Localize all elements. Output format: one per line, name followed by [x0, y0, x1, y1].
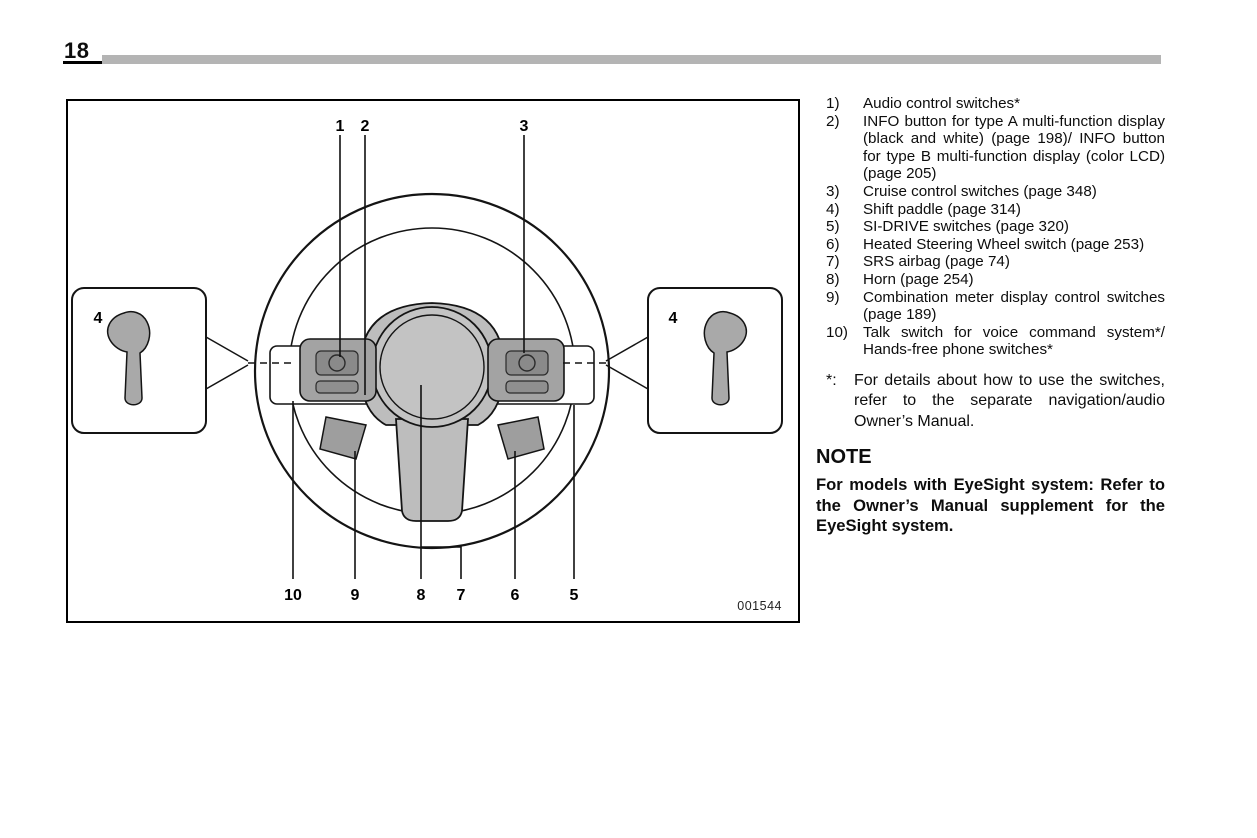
callout-10: 10	[284, 587, 302, 604]
legend-item-7: 7) SRS airbag (page 74)	[816, 253, 1165, 271]
legend-item-text: Shift paddle (page 314)	[863, 200, 1021, 218]
legend-column: 1) Audio control switches* 2) INFO butto…	[816, 95, 1165, 537]
right-paddle-leader	[560, 336, 649, 390]
header-divider-bar	[102, 55, 1161, 64]
legend-item-number: 5)	[826, 218, 840, 236]
steering-wheel-figure: 1 2 3 4 4 10 9 8 7 6 5 001544	[66, 99, 800, 623]
callout-2: 2	[360, 118, 370, 135]
legend-item-number: 4)	[826, 200, 840, 218]
legend-item-text: Heated Steering Wheel switch (page 253)	[863, 235, 1145, 253]
legend-item-number: 8)	[826, 270, 840, 288]
callout-9: 9	[350, 587, 360, 604]
lower-spoke	[395, 418, 469, 522]
legend-item-text: Horn (page 254)	[863, 270, 974, 288]
legend-item-4: 4) Shift paddle (page 314)	[816, 201, 1165, 219]
left-lower-switch	[319, 416, 367, 460]
callout-5: 5	[569, 587, 579, 604]
callout-6: 6	[510, 587, 520, 604]
legend-item-6: 6) Heated Steering Wheel switch (page 25…	[816, 236, 1165, 254]
horn-pad-outer-ring	[371, 306, 493, 428]
legend-item-text: Audio control switches*	[863, 95, 1021, 112]
steering-wheel-figure-inner: 1 2 3 4 4 10 9 8 7 6 5 001544	[68, 101, 798, 621]
legend-item-10: 10) Talk switch for voice command system…	[816, 324, 1165, 359]
left-shift-paddle	[106, 310, 151, 406]
left-switch-pod	[299, 338, 377, 402]
horn-pad-inner-ring	[379, 314, 485, 420]
footnote-text: For details about how to use the switche…	[854, 371, 1165, 430]
callout-4-right: 4	[668, 310, 678, 327]
note-body: For models with EyeSight system: Refer t…	[816, 475, 1165, 536]
callout-leader-lines	[292, 135, 575, 579]
legend-item-3: 3) Cruise control switches (page 348)	[816, 183, 1165, 201]
right-shift-paddle	[703, 310, 748, 406]
callout-1: 1	[335, 118, 345, 135]
right-lower-switch	[497, 416, 545, 460]
right-switch-pod	[487, 338, 565, 402]
legend-item-number: 10)	[826, 323, 848, 341]
callout-8: 8	[416, 587, 426, 604]
legend-item-number: 7)	[826, 253, 840, 271]
legend-item-number: 3)	[826, 182, 840, 200]
legend-item-text: Talk switch for voice command system*/ H…	[863, 323, 1165, 359]
callout-3: 3	[519, 118, 529, 135]
legend-item-number: 9)	[826, 288, 840, 306]
callout-4-left: 4	[93, 310, 103, 327]
legend-item-5: 5) SI-DRIVE switches (page 320)	[816, 218, 1165, 236]
legend-item-number: 2)	[826, 112, 840, 130]
page-number: 18	[64, 38, 90, 63]
legend-item-text: SRS airbag (page 74)	[863, 253, 1010, 271]
footnote-marker: *:	[826, 371, 837, 389]
callout-7: 7	[456, 587, 466, 604]
legend-item-2: 2) INFO button for type A multi-function…	[816, 113, 1165, 183]
legend-item-number: 1)	[826, 95, 840, 112]
legend-item-text: Cruise control switches (page 348)	[863, 182, 1097, 200]
note-title: NOTE	[816, 446, 872, 469]
footnote: *: For details about how to use the swit…	[816, 371, 1165, 433]
legend-item-number: 6)	[826, 235, 840, 253]
legend-item-8: 8) Horn (page 254)	[816, 271, 1165, 289]
steering-wheel-diagram	[71, 135, 783, 579]
legend-item-9: 9) Combination meter display control swi…	[816, 289, 1165, 324]
legend-item-text: Combination meter display control switch…	[863, 288, 1165, 324]
page-number-underline	[63, 61, 103, 64]
legend-item-text: INFO button for type A multi-function di…	[863, 112, 1165, 183]
figure-code: 001544	[737, 599, 782, 613]
legend-item-1: 1) Audio control switches*	[816, 95, 1165, 113]
legend-item-text: SI-DRIVE switches (page 320)	[863, 218, 1069, 236]
left-paddle-leader	[205, 336, 296, 390]
